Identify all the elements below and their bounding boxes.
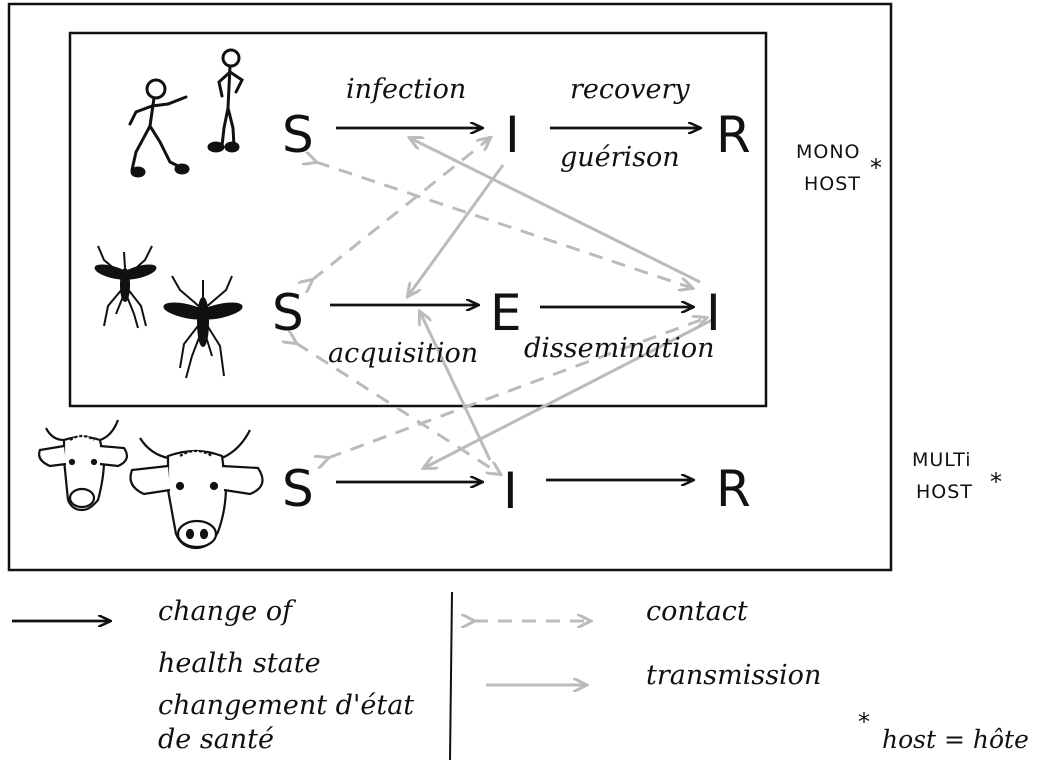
mono-label-line1: MONO xyxy=(796,141,861,163)
label-recovery: recovery xyxy=(570,74,690,105)
multi-label-line1: MULTi xyxy=(912,449,972,471)
transmission-arrow-cattle-i-to-mosq-e xyxy=(420,312,492,461)
human-figures-icon xyxy=(128,48,244,178)
legend-contact-label: contact xyxy=(646,596,748,627)
contact-arrow-human-s-to-mosq-i xyxy=(316,162,692,288)
legend-change-line2: health state xyxy=(158,648,321,679)
human-state-s: S xyxy=(282,106,314,164)
mosquito-state-e: E xyxy=(490,284,522,342)
contact-arrow-mosq-s-to-cattle-i xyxy=(296,343,500,474)
contact-arrow-cattle-s-to-mosq-i xyxy=(328,318,706,458)
label-dissemination: dissemination xyxy=(524,333,714,364)
transmission-arrow-mosq-i-to-human-i xyxy=(410,138,701,284)
mosquito-icon xyxy=(94,245,243,379)
transmission-arrows xyxy=(408,138,713,468)
footnote-star: * xyxy=(858,708,870,736)
mosquito-state-s: S xyxy=(272,284,304,342)
mono-label-line2: HOST xyxy=(804,173,861,195)
human-state-r: R xyxy=(716,106,751,164)
footnote-text: host = hôte xyxy=(882,725,1029,754)
transmission-arrow-human-i-to-mosq-e xyxy=(408,164,505,296)
cattle-state-s: S xyxy=(282,460,314,518)
mosquito-state-i: I xyxy=(706,284,721,342)
contact-arrow-mosq-s-to-human-i xyxy=(312,138,490,280)
legend-divider xyxy=(449,591,453,761)
multi-label-line2: HOST xyxy=(916,481,973,503)
legend-change-line1: change of xyxy=(158,596,296,627)
cow-icon xyxy=(38,419,264,550)
label-guerison: guérison xyxy=(560,142,680,173)
multi-host-frame xyxy=(7,2,893,572)
legend-change-line4: de santé xyxy=(158,724,274,755)
state-change-arrows xyxy=(330,128,700,482)
label-infection: infection xyxy=(346,74,466,105)
transmission-arrow-mosq-i-to-cattle-i xyxy=(424,318,713,468)
legend-change-line3: changement d'état xyxy=(158,690,414,721)
legend-transmission-label: transmission xyxy=(646,660,821,691)
contact-arrows xyxy=(296,138,706,474)
cattle-state-i: I xyxy=(503,462,518,520)
multi-star: * xyxy=(990,468,1003,496)
mono-star: * xyxy=(870,154,883,182)
label-acquisition: acquisition xyxy=(328,338,478,369)
cattle-state-r: R xyxy=(716,460,751,518)
human-state-i: I xyxy=(505,106,520,164)
legend: change of health state changement d'état… xyxy=(12,591,1029,761)
